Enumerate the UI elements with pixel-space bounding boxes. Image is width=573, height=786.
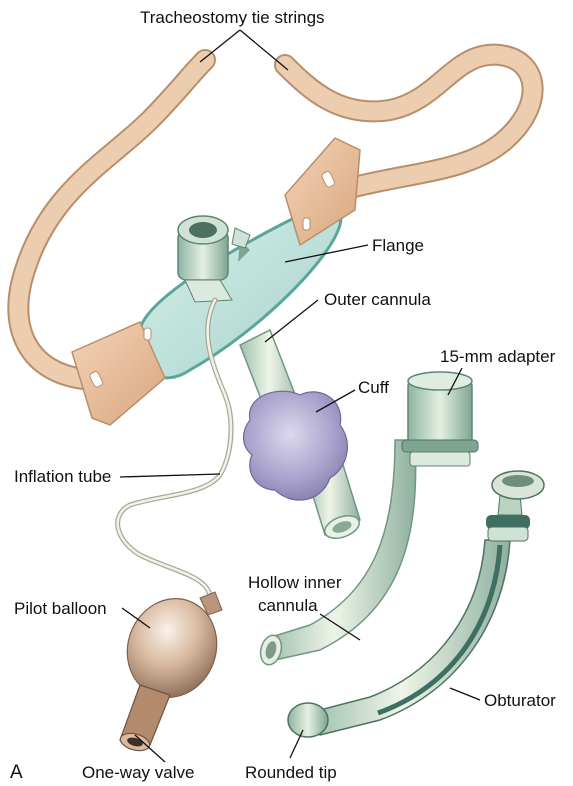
rounded-tip xyxy=(288,703,328,737)
tie-strings xyxy=(18,55,532,380)
label-rounded-tip: Rounded tip xyxy=(245,763,337,782)
label-inner-cannula-line1: Hollow inner xyxy=(248,573,342,592)
adapter-15mm xyxy=(402,372,478,466)
label-inner-cannula-line2: cannula xyxy=(258,596,318,615)
label-pilot-balloon: Pilot balloon xyxy=(14,599,107,618)
label-tie-strings: Tracheostomy tie strings xyxy=(140,8,325,27)
label-obturator: Obturator xyxy=(484,691,556,710)
label-flange: Flange xyxy=(372,236,424,255)
label-cuff: Cuff xyxy=(358,378,389,397)
panel-letter: A xyxy=(10,762,23,783)
label-outer-cannula: Outer cannula xyxy=(324,290,431,309)
label-one-way-valve: One-way valve xyxy=(82,763,194,782)
pilot-balloon xyxy=(114,586,231,710)
label-adapter: 15-mm adapter xyxy=(440,347,556,366)
label-inflation-tube: Inflation tube xyxy=(14,467,111,486)
